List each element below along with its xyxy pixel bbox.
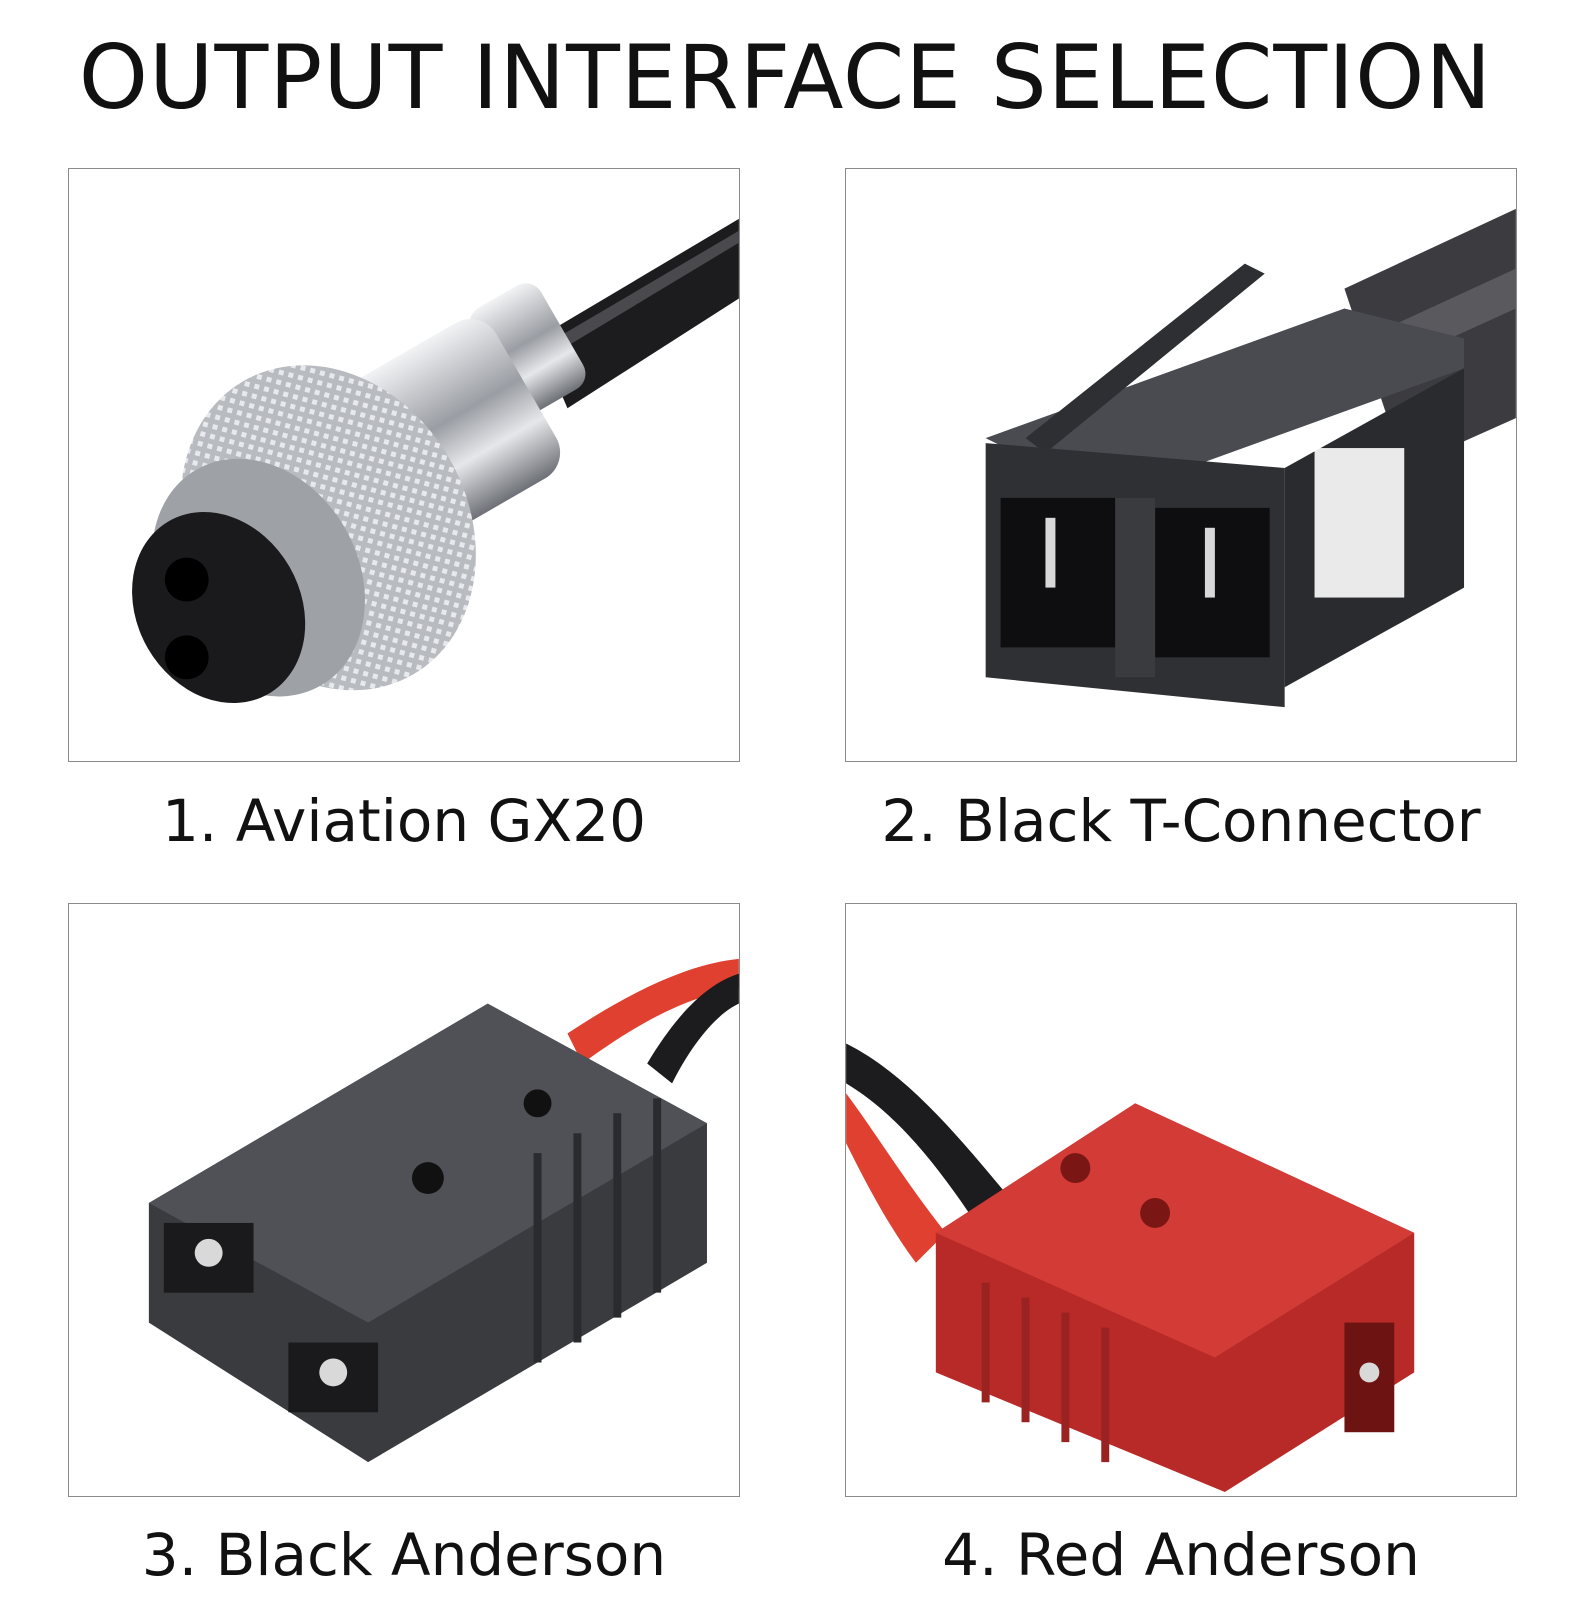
option-1-image <box>68 168 740 762</box>
option-3-image <box>68 903 740 1497</box>
page-title: OUTPUT INTERFACE SELECTION <box>78 26 1493 129</box>
red-anderson-connector-icon <box>846 1043 1415 1493</box>
option-4-label: 4. Red Anderson <box>942 1521 1420 1589</box>
option-3-label: 3. Black Anderson <box>141 1521 667 1589</box>
aviation-gx20-connector-icon <box>132 218 739 704</box>
option-1-label: 1. Aviation GX20 <box>161 787 647 855</box>
option-4-image <box>845 903 1517 1497</box>
black-t-connector-icon <box>985 208 1516 708</box>
black-anderson-connector-icon <box>148 958 739 1463</box>
option-2-image <box>845 168 1517 762</box>
option-2-label: 2. Black T-Connector <box>881 787 1481 855</box>
